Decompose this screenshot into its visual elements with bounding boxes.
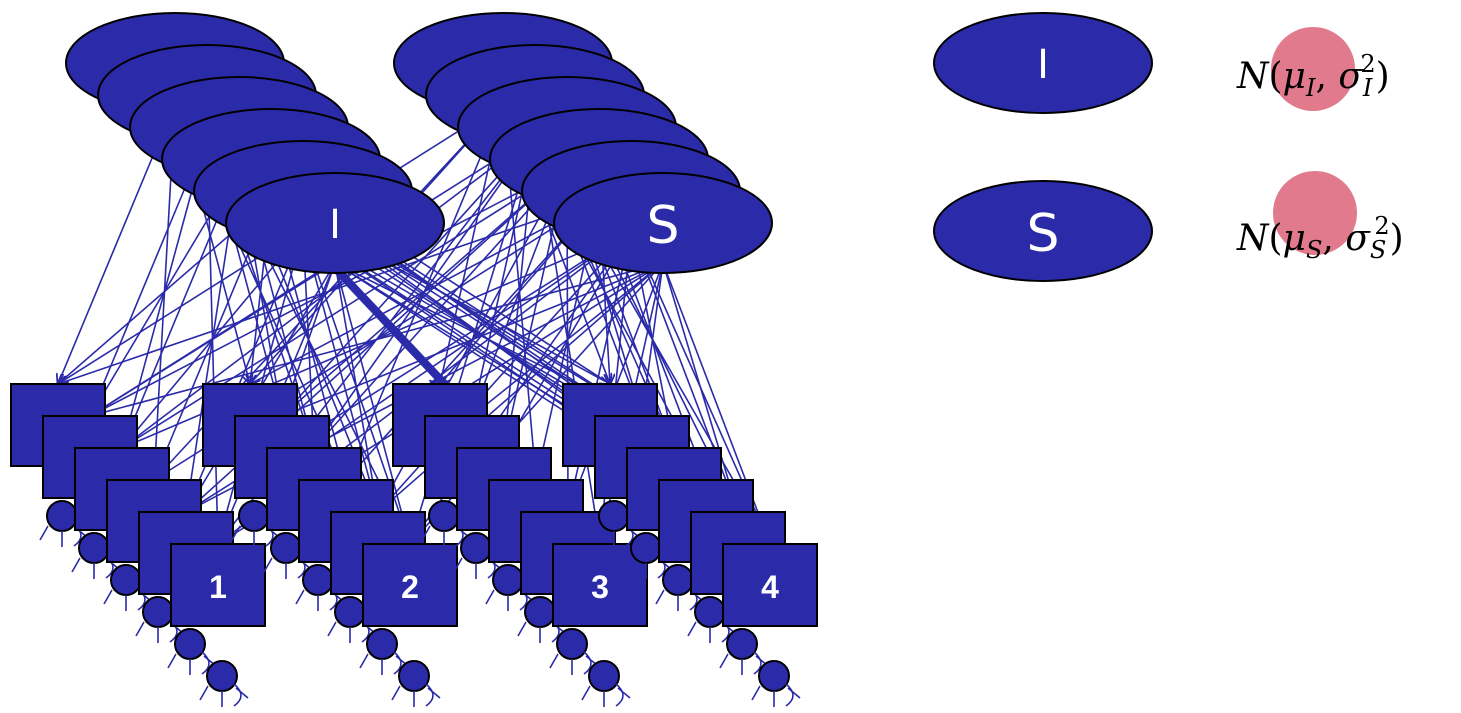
- residual-node: [110, 564, 142, 596]
- residual-loop: [615, 683, 624, 707]
- legend-item-intercept: I N(μI, σI2): [933, 12, 1390, 114]
- residual-node: [46, 500, 78, 532]
- residual-node: [398, 660, 430, 692]
- residual-node: [142, 596, 174, 628]
- residual-node: [174, 628, 206, 660]
- path-arrow: [472, 262, 664, 416]
- residual-node: [694, 596, 726, 628]
- residual-node: [492, 564, 524, 596]
- intercept-label: I: [329, 202, 341, 248]
- path-arrow: [58, 198, 600, 384]
- intercept-node: [225, 172, 445, 274]
- observed-box: [552, 543, 648, 627]
- legend-intercept-node: [933, 12, 1153, 114]
- legend: I N(μI, σI2) S N(μS, σS2): [933, 12, 1404, 282]
- group-label-3: 3: [591, 569, 609, 605]
- residual-ticks: [751, 685, 801, 707]
- legend-intercept-formula: N(μI, σI2): [1236, 50, 1390, 102]
- observed-box: [722, 543, 818, 627]
- residual-ticks: [581, 685, 631, 707]
- path-arrow: [314, 166, 568, 448]
- residual-loop: [785, 683, 794, 707]
- residual-ticks: [199, 685, 249, 707]
- legend-slope-node: [933, 180, 1153, 282]
- group-label-2: 2: [401, 569, 419, 605]
- residual-loop: [233, 683, 242, 707]
- path-arrow: [334, 262, 410, 544]
- residual-node: [588, 660, 620, 692]
- residual-loop: [753, 651, 762, 675]
- legend-slope-formula: N(μS, σS2): [1236, 212, 1404, 264]
- legend-intercept-label: I: [1037, 42, 1049, 88]
- nodes-layer: I S 1 2 3 4: [10, 12, 818, 707]
- residual-node: [630, 532, 662, 564]
- legend-slope-label: S: [1026, 204, 1059, 264]
- path-arrow: [282, 262, 664, 416]
- residual-node: [366, 628, 398, 660]
- residual-node: [460, 532, 492, 564]
- slope-label: S: [646, 196, 679, 256]
- path-arrow: [250, 198, 600, 384]
- path-arrow: [662, 262, 738, 512]
- observed-box: [170, 543, 266, 627]
- residual-node: [206, 660, 238, 692]
- residual-node: [524, 596, 556, 628]
- residual-node: [238, 500, 270, 532]
- residual-node: [334, 596, 366, 628]
- residual-node: [270, 532, 302, 564]
- residual-ticks: [391, 685, 441, 707]
- residual-loop: [425, 683, 434, 707]
- residual-loop: [201, 651, 210, 675]
- residual-node: [598, 500, 630, 532]
- residual-node: [78, 532, 110, 564]
- path-arrow: [122, 166, 568, 448]
- group-label-4: 4: [761, 569, 779, 605]
- group-label-1: 1: [209, 569, 227, 605]
- observed-box: [362, 543, 458, 627]
- path-arrow: [90, 262, 664, 416]
- residual-node: [726, 628, 758, 660]
- residual-node: [302, 564, 334, 596]
- residual-node: [758, 660, 790, 692]
- residual-node: [428, 500, 460, 532]
- residual-loop: [583, 651, 592, 675]
- residual-node: [556, 628, 588, 660]
- slope-node: [553, 172, 773, 274]
- path-arrow: [90, 134, 536, 416]
- legend-item-slope: S N(μS, σS2): [933, 171, 1404, 282]
- residual-loop: [393, 651, 402, 675]
- path-arrow: [282, 134, 536, 416]
- legend-slope-highlight: [1273, 171, 1357, 255]
- legend-intercept-highlight: [1271, 27, 1355, 111]
- residual-node: [662, 564, 694, 596]
